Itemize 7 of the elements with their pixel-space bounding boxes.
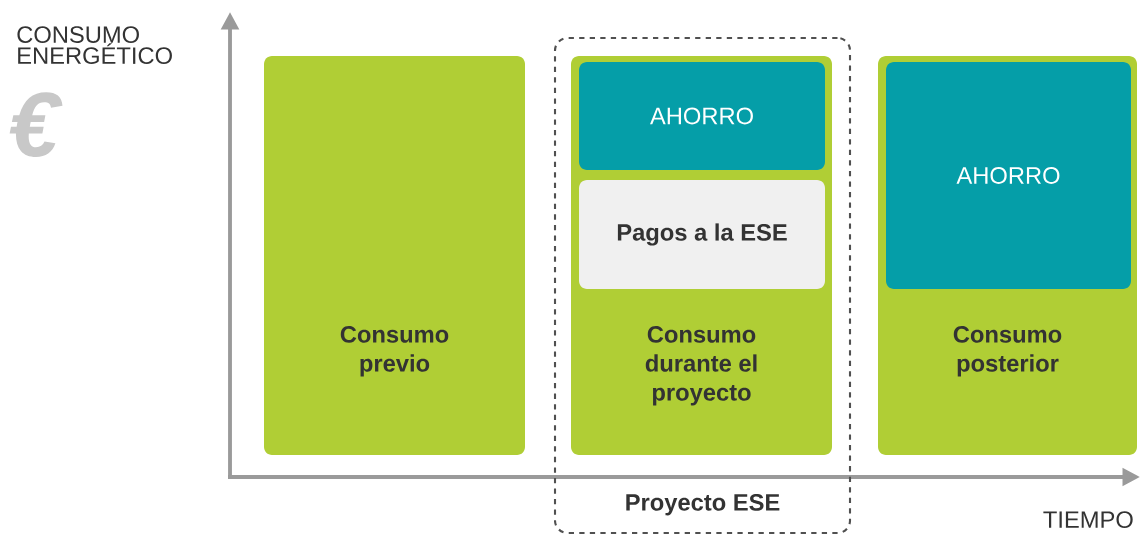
consumption-bar: Consumo previo: [264, 56, 525, 455]
euro-sign: €: [9, 92, 63, 157]
axis-title: TIEMPO: [1043, 511, 1133, 528]
savings-box: AHORRO: [886, 62, 1131, 289]
savings-box: AHORRO: [579, 62, 825, 170]
axis-title: CONSUMO ENERGÉTICO: [17, 26, 172, 65]
payments-box: Pagos a la ESE: [579, 180, 825, 289]
